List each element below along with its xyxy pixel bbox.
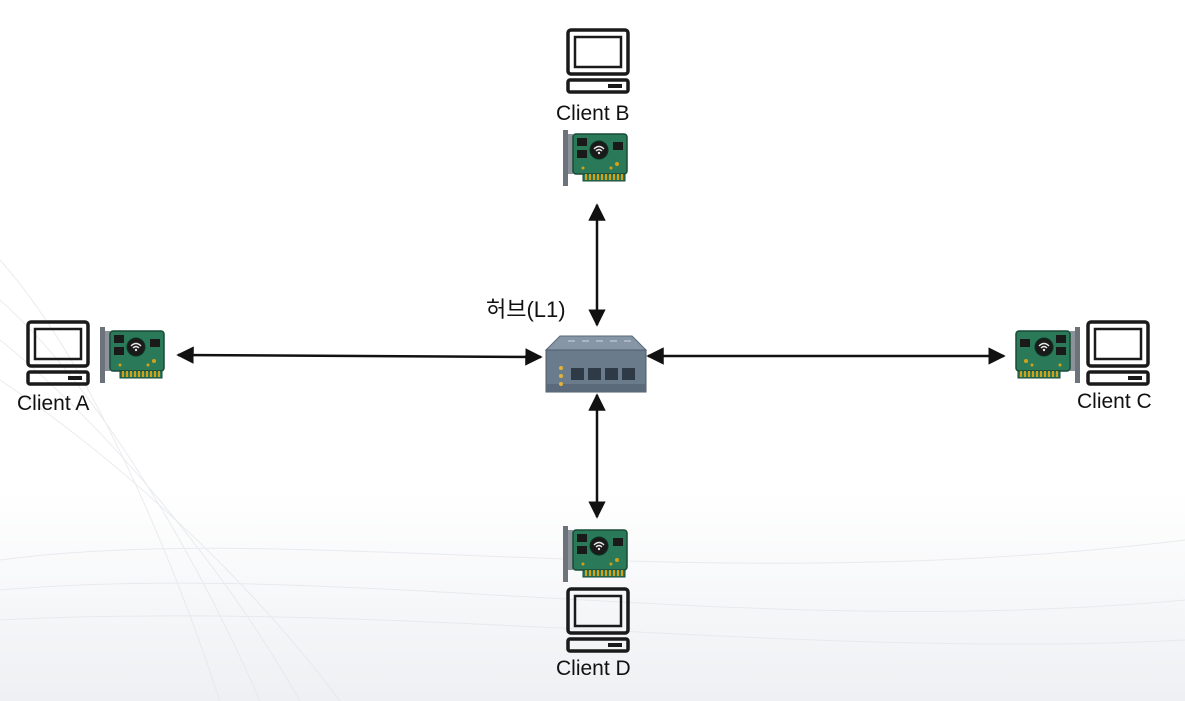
client-a-label: Client A	[17, 392, 90, 415]
client-c-label: Client C	[1077, 390, 1152, 413]
network-hub-icon	[544, 335, 648, 393]
client-d-label: Client D	[556, 657, 631, 680]
link-hub-client-a	[176, 346, 543, 366]
hub-label: 허브(L1)	[486, 297, 566, 322]
background-swoosh-lines	[0, 259, 1185, 701]
client-b-label: Client B	[556, 102, 630, 125]
